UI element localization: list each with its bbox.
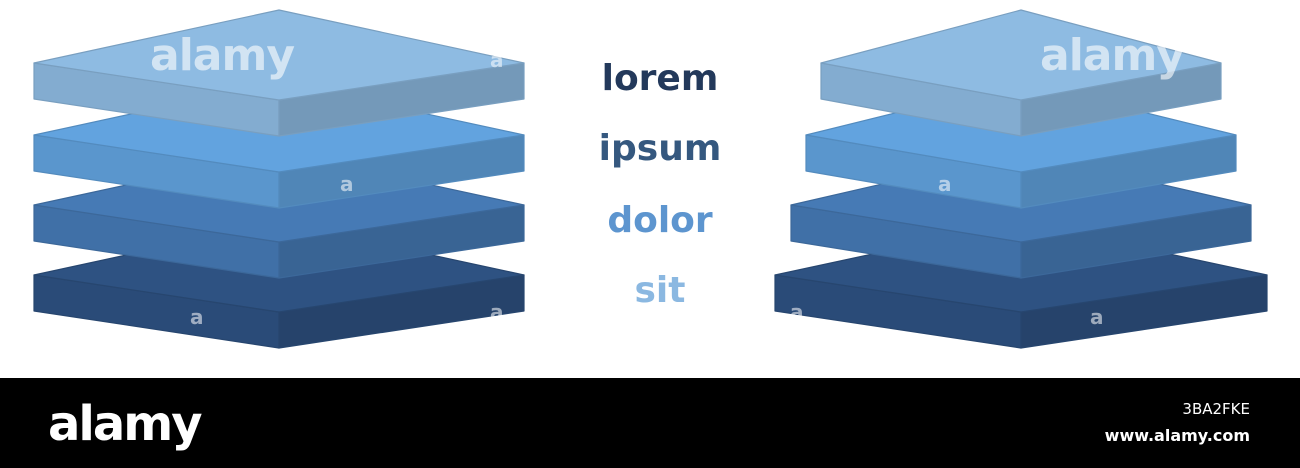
image-id: 3BA2FKE [1182, 400, 1250, 418]
watermark-left: alamy [150, 30, 295, 81]
watermark-mark: a [190, 305, 204, 329]
watermark-mark: a [490, 48, 504, 72]
label-lorem: lorem [601, 58, 719, 99]
watermark-mark: a [938, 172, 952, 196]
watermark-right: alamy [1040, 30, 1185, 81]
footer-logo: alamy [48, 396, 203, 452]
label-ipsum: ipsum [598, 128, 722, 169]
layer-top-face [820, 9, 1222, 101]
label-sit: sit [634, 270, 686, 311]
right-layer-stack [774, 9, 1268, 349]
site-url: www.alamy.com [1104, 426, 1250, 445]
watermark-mark: a [340, 172, 354, 196]
label-dolor: dolor [607, 200, 713, 241]
watermark-mark: a [1090, 305, 1104, 329]
layer-lorem [33, 9, 525, 137]
watermark-mark: a [790, 300, 804, 324]
left-layer-stack [33, 9, 525, 349]
footer-bar: alamy 3BA2FKE www.alamy.com [0, 378, 1300, 468]
watermark-mark: a [490, 300, 504, 324]
layer-top-face [33, 9, 525, 101]
layers-diagram [33, 9, 1268, 349]
layer-lorem [820, 9, 1222, 137]
